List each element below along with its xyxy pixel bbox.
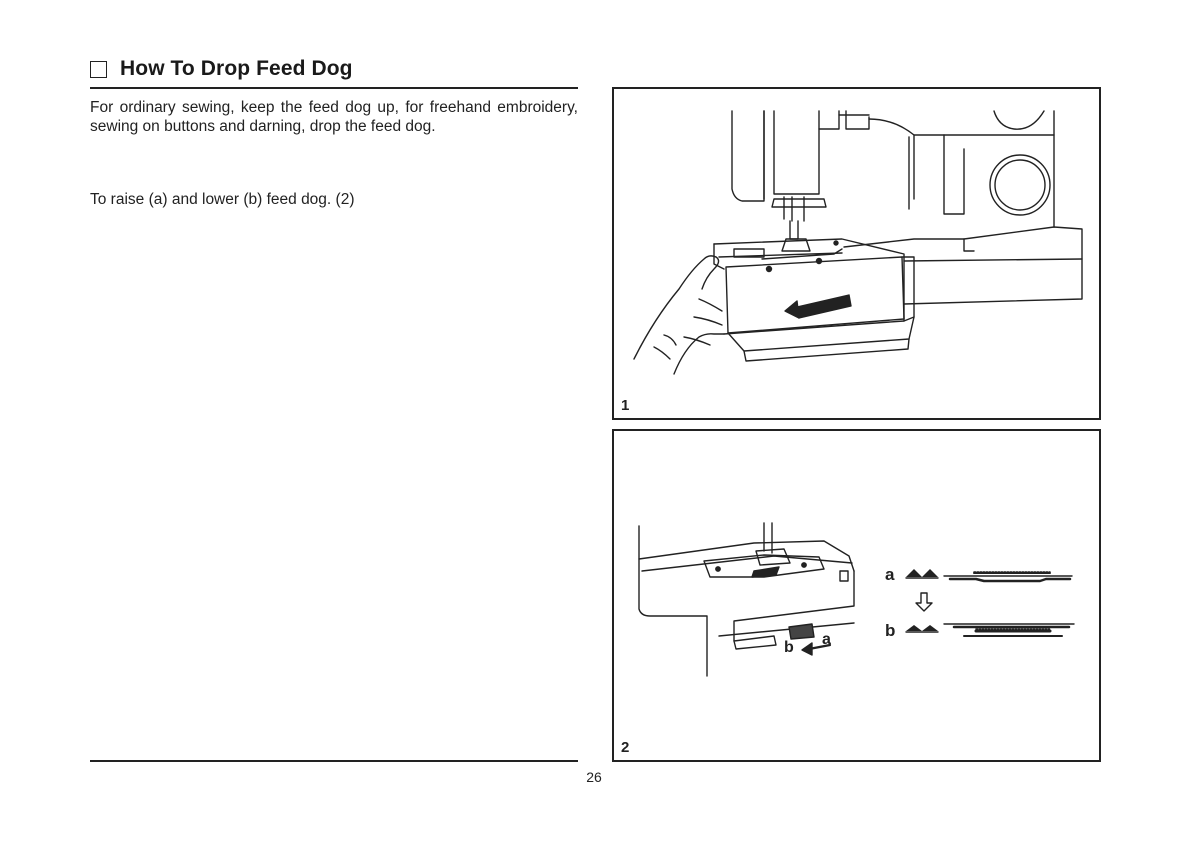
figure-1-number: 1 [621, 397, 629, 414]
sewing-machine-extension-table-illustration [614, 89, 1099, 418]
section-title: How To Drop Feed Dog [120, 57, 353, 81]
figure-2: a b a b 2 [612, 429, 1101, 762]
page-number: 26 [572, 769, 616, 785]
figure-2-number: 2 [621, 739, 629, 756]
raise-lower-instruction: To raise (a) and lower (b) feed dog. (2) [90, 190, 578, 209]
section-heading: How To Drop Feed Dog [90, 55, 353, 83]
label-b-lowered: b [885, 621, 895, 641]
label-a-raised: a [885, 565, 894, 585]
bottom-rule [90, 760, 578, 762]
top-rule [90, 87, 578, 89]
intro-paragraph: For ordinary sewing, keep the feed dog u… [90, 98, 578, 136]
checkbox-square-icon [90, 61, 107, 78]
figure-1: 1 [612, 87, 1101, 420]
lever-label-a: a [822, 631, 831, 649]
lever-label-b: b [784, 639, 794, 657]
feed-dog-lever-illustration [614, 431, 1099, 760]
